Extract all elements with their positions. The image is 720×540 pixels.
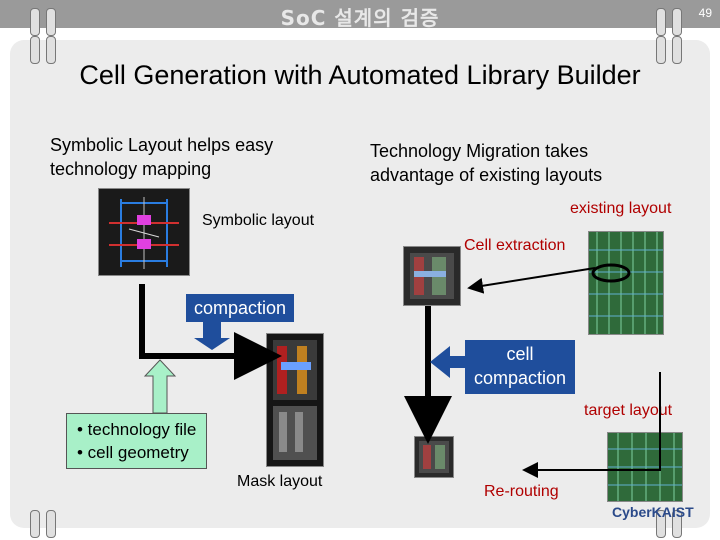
binder-ring-icon xyxy=(30,8,40,36)
existing-layout-image xyxy=(588,231,664,335)
right-intro-text: Technology Migration takes advantage of … xyxy=(370,141,603,185)
symbolic-to-mask-arrow xyxy=(139,284,282,380)
symbolic-layout-label: Symbolic layout xyxy=(202,212,315,229)
binder-ring-icon xyxy=(656,510,666,538)
binder-ring-icon xyxy=(672,8,682,36)
binder-ring-icon xyxy=(46,8,56,36)
binder-ring-icon xyxy=(46,36,56,64)
target-feed-arrow xyxy=(522,372,661,478)
target-layout-image xyxy=(607,432,683,502)
cell-compaction-left-arrow xyxy=(430,346,465,378)
compaction-down-arrow xyxy=(194,322,230,350)
extracted-cell-image xyxy=(403,246,461,306)
binder-ring-icon xyxy=(30,510,40,538)
header-banner-text: SoC 설계의 검증 xyxy=(280,6,440,30)
page-number: 49 xyxy=(698,6,712,20)
symbolic-layout-image xyxy=(98,188,190,276)
inputs-text: • technology file • cell geometry xyxy=(77,420,197,462)
binder-ring-icon xyxy=(672,36,682,64)
inputs-up-arrow xyxy=(143,359,177,414)
existing-to-extracted-arrow xyxy=(467,267,596,294)
binder-ring-icon xyxy=(672,510,682,538)
mask-layout-label: Mask layout xyxy=(237,473,323,490)
header-bar xyxy=(0,0,720,28)
binder-ring-icon xyxy=(656,36,666,64)
cell-extraction-label: Cell extraction xyxy=(464,237,566,254)
inputs-box: • technology file • cell geometry xyxy=(66,413,208,469)
target-layout-label: target layout xyxy=(584,402,673,419)
existing-layout-label: existing layout xyxy=(570,200,672,217)
binder-ring-icon xyxy=(30,36,40,64)
left-intro-text: Symbolic Layout helps easy technology ma… xyxy=(50,135,274,179)
rerouting-label: Re-routing xyxy=(484,483,559,500)
binder-ring-icon xyxy=(656,8,666,36)
cell-compaction-box: cell compaction xyxy=(465,340,575,394)
slide-title: Cell Generation with Automated Library B… xyxy=(79,60,641,90)
binder-ring-icon xyxy=(46,510,56,538)
compaction-box: compaction xyxy=(186,294,294,322)
cyberkaist-logo: CyberKAIST xyxy=(612,504,694,520)
